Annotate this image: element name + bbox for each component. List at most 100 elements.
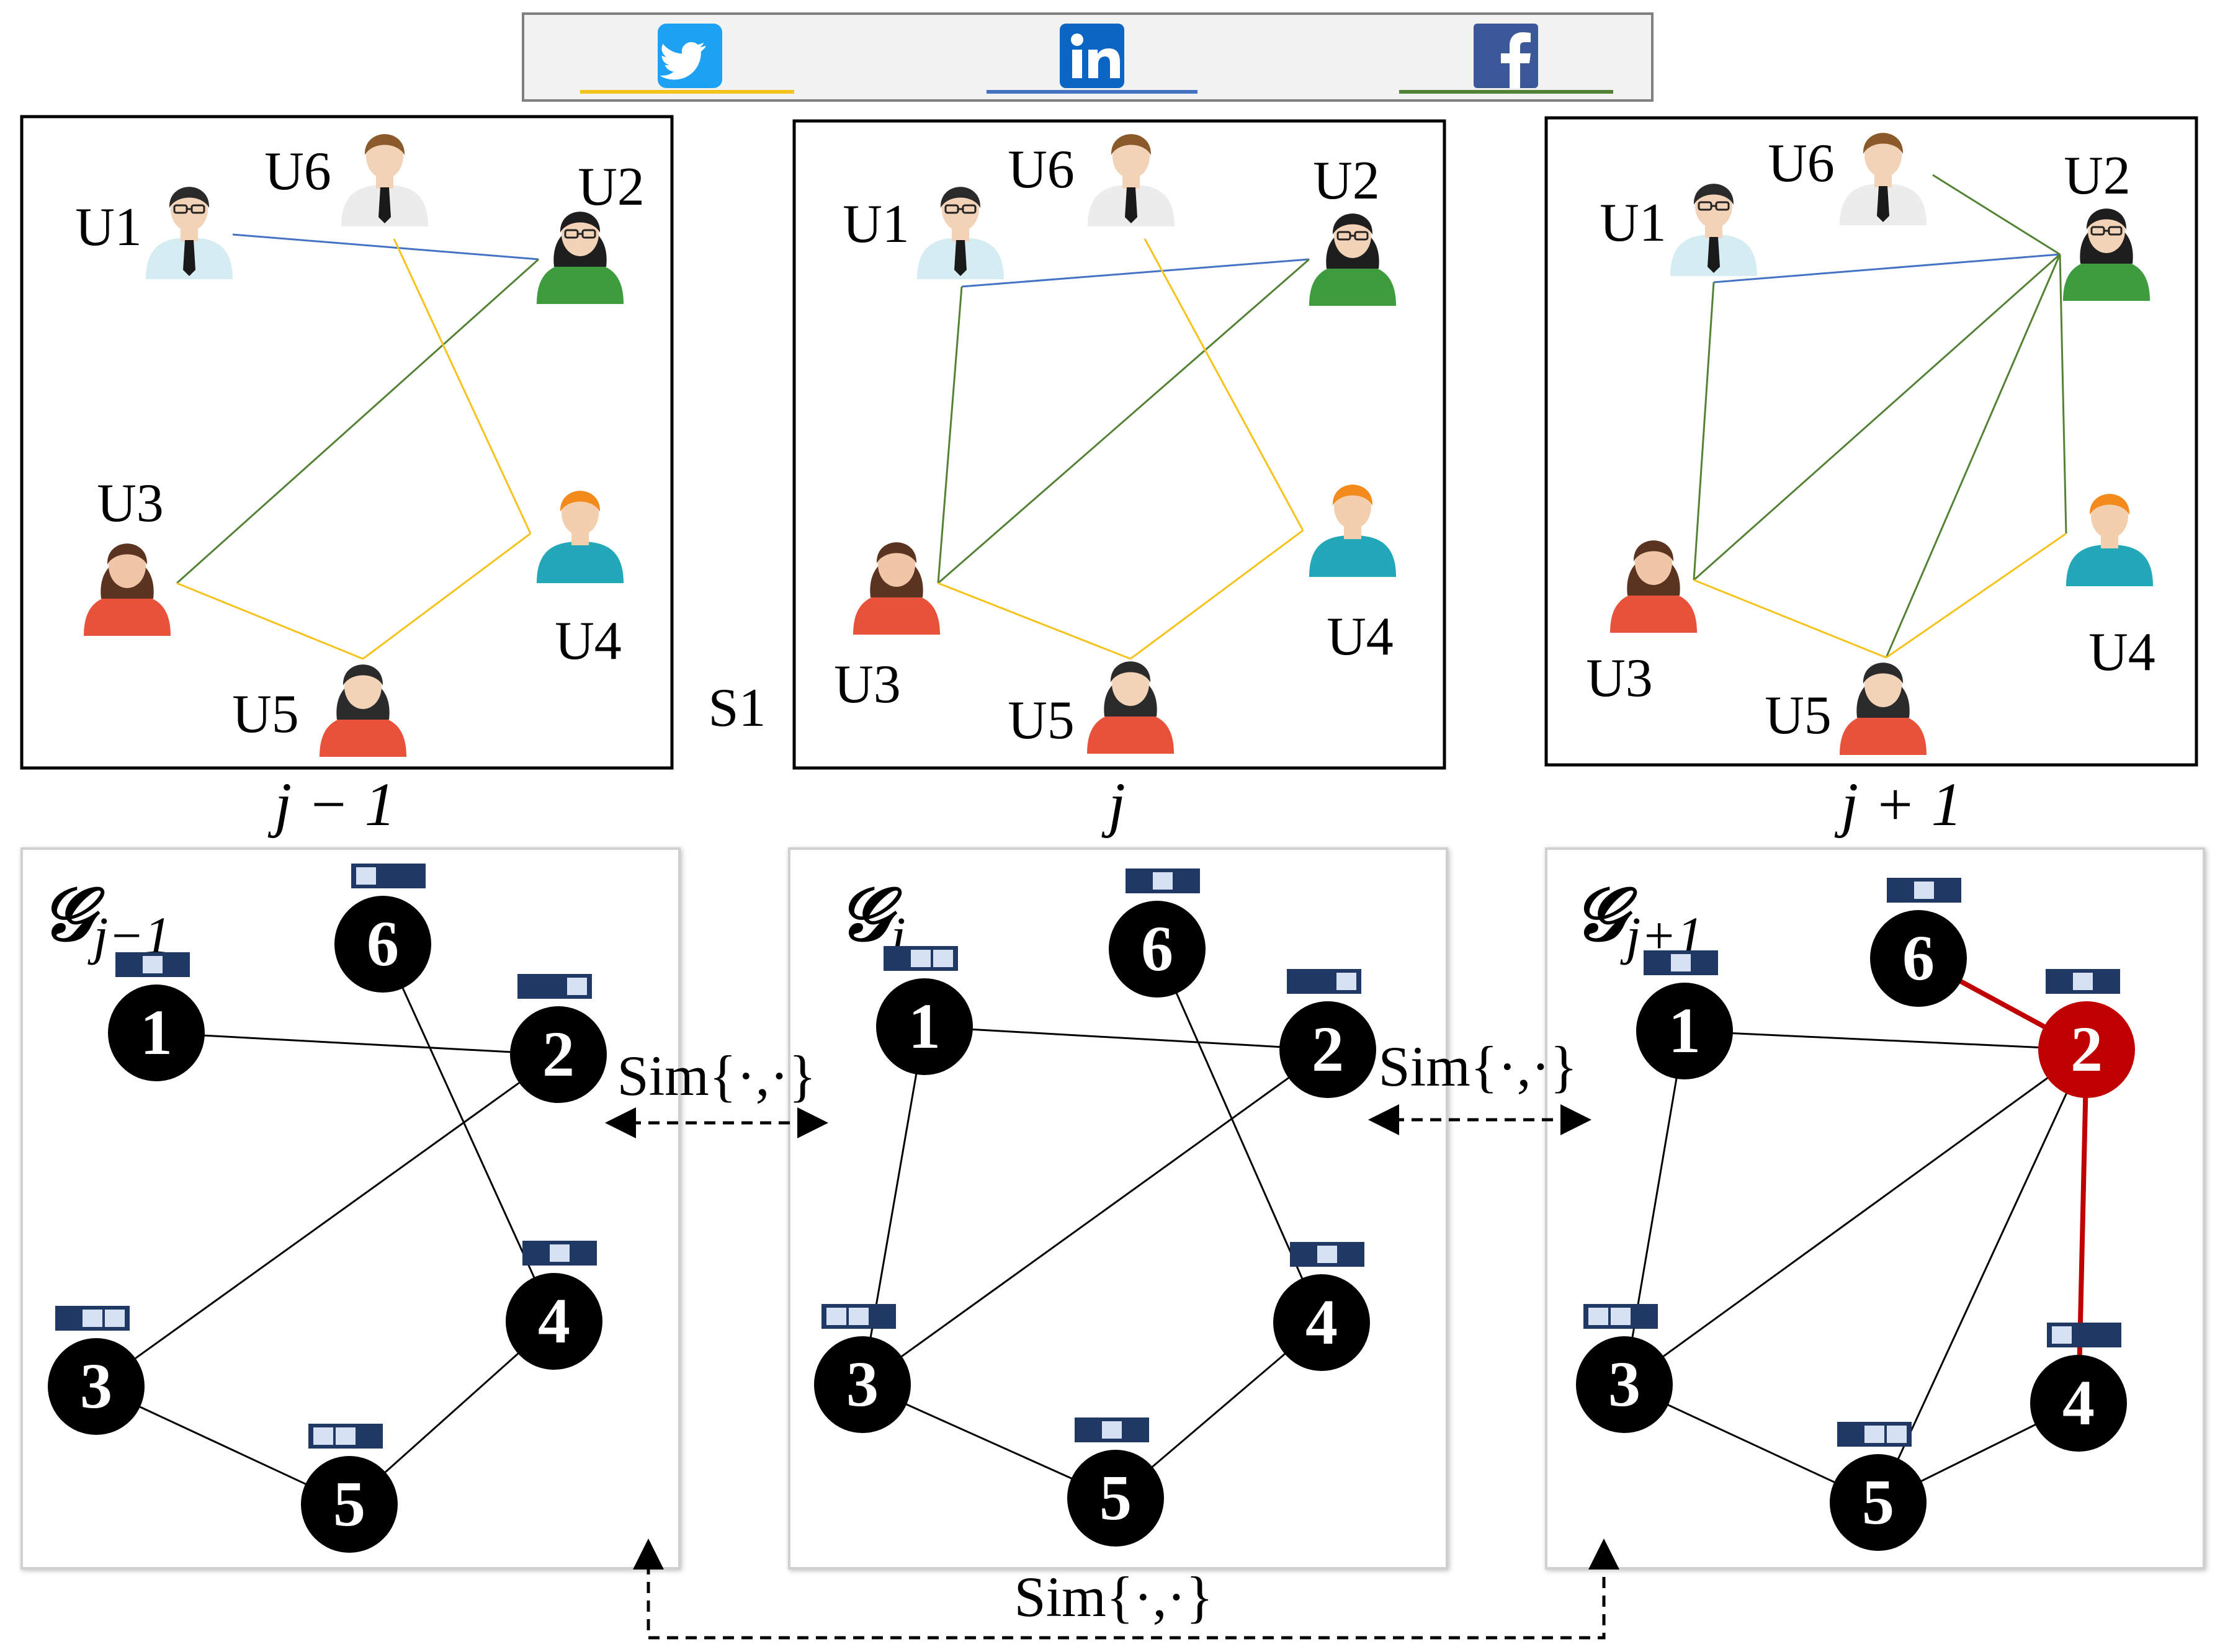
node-vector-cell xyxy=(911,950,931,967)
graph-node-label: 2 xyxy=(542,1019,575,1090)
node-vector-cell xyxy=(2097,1326,2116,1344)
node-vector-3-6 xyxy=(1887,878,1961,903)
graph-node-label: 3 xyxy=(80,1351,112,1422)
social-edge-1-U6-U4 xyxy=(393,238,532,534)
node-vector-cell xyxy=(2095,973,2115,990)
graph-node-1-5: 5 xyxy=(301,1456,398,1553)
graph-node-3-1: 1 xyxy=(1636,983,1733,1079)
node-vector-3-4 xyxy=(2047,1323,2121,1347)
user-avatar-icon-u3-2 xyxy=(853,542,940,635)
graph-edge-1-2-3 xyxy=(96,1053,559,1388)
user-label-u2-1: U2 xyxy=(578,157,645,217)
graph-node-2-2: 2 xyxy=(1279,1001,1376,1098)
sim-label-3: Sim{·,·} xyxy=(1014,1565,1214,1628)
node-vector-cell xyxy=(1914,882,1934,899)
node-vector-cell xyxy=(1649,954,1668,971)
user-avatar-icon-u3-3 xyxy=(1610,540,1697,633)
user-label-u4-3: U4 xyxy=(2088,622,2155,682)
graph-node-label: 4 xyxy=(538,1285,570,1357)
graph-node-1-6: 6 xyxy=(334,896,431,993)
node-vector-1-2 xyxy=(517,974,592,999)
user-avatar-icon-u4-2 xyxy=(1309,484,1396,577)
graph-node-3-2: 2 xyxy=(2038,1001,2135,1098)
node-vector-2-6 xyxy=(1126,868,1200,893)
graph-edge-2-3-2 xyxy=(862,1048,1328,1386)
legend xyxy=(522,12,1654,102)
social-edge-3-U6-U2 xyxy=(1932,174,2061,256)
node-vector-cell xyxy=(165,956,185,973)
graph-node-label: 1 xyxy=(140,997,172,1068)
user-label-u5-2: U5 xyxy=(1008,690,1075,751)
node-vector-cell xyxy=(2074,1326,2094,1344)
social-edge-2-U6-U4 xyxy=(1144,238,1304,531)
node-vector-cell xyxy=(401,867,421,885)
graph-node-2-5: 5 xyxy=(1067,1450,1164,1547)
graph-edge-3-1-2 xyxy=(1684,1030,2087,1051)
graph-node-2-3: 3 xyxy=(814,1336,911,1433)
node-vector-cell xyxy=(527,1244,547,1262)
social-edge-2-U1-U2 xyxy=(961,258,1310,288)
graph-node-2-6: 6 xyxy=(1109,901,1206,998)
node-vector-cell xyxy=(1892,882,1912,899)
node-vector-cell xyxy=(871,1308,891,1325)
node-vector-2-1 xyxy=(884,946,958,971)
node-vector-1-6 xyxy=(351,864,426,888)
node-vector-cell xyxy=(1936,882,1956,899)
user-label-u6-1: U6 xyxy=(264,141,331,202)
node-vector-cell xyxy=(105,1310,125,1327)
time-labels: j − 1 j j + 1 xyxy=(267,770,1962,839)
social-edge-3-U5-U3 xyxy=(1693,579,1887,659)
user-avatar-icon-u4-1 xyxy=(537,491,624,583)
node-vector-cell xyxy=(143,956,163,973)
graph-node-label: 6 xyxy=(367,908,399,980)
node-vector-3-2 xyxy=(2046,969,2120,994)
node-vector-cell xyxy=(120,956,140,973)
social-edge-1-U5-U3 xyxy=(176,582,364,660)
node-vector-cell xyxy=(1887,1426,1907,1443)
node-vector-cell xyxy=(1671,954,1691,971)
node-vector-cell xyxy=(545,978,565,995)
social-edge-3-U4-U5 xyxy=(1886,532,2067,659)
graph-node-label: 3 xyxy=(1608,1349,1640,1420)
node-vector-cell xyxy=(849,1308,869,1325)
graph-edge-3-2-5 xyxy=(1877,1049,2088,1503)
user-label-u3-1: U3 xyxy=(97,473,164,534)
user-label-u6-2: U6 xyxy=(1008,140,1075,200)
node-vector-2-4 xyxy=(1290,1242,1364,1267)
graph-node-3-3: 3 xyxy=(1576,1336,1673,1433)
graph-edge-1-1-2 xyxy=(156,1032,559,1056)
node-vector-cell xyxy=(378,867,398,885)
user-avatar-icon-u5-3 xyxy=(1840,663,1927,755)
graph-node-1-3: 3 xyxy=(48,1338,145,1435)
user-label-u4-2: U4 xyxy=(1327,607,1394,667)
user-label-u1-2: U1 xyxy=(843,194,910,254)
node-vector-cell xyxy=(336,1427,356,1445)
node-vector-cell xyxy=(567,978,587,995)
node-vector-cell xyxy=(572,1244,592,1262)
node-vector-1-3 xyxy=(55,1306,130,1331)
node-vector-cell xyxy=(1314,973,1334,990)
graph-node-label: 2 xyxy=(1312,1014,1344,1085)
node-vector-3-1 xyxy=(1644,950,1718,975)
sim-label-1: Sim{·,·} xyxy=(617,1044,817,1107)
node-vector-cell xyxy=(1340,1246,1359,1263)
node-vector-cell xyxy=(1611,1308,1631,1325)
user-label-u2-3: U2 xyxy=(2064,146,2131,206)
graph-node-label: 4 xyxy=(2062,1367,2095,1439)
time-label-3: j + 1 xyxy=(1834,770,1962,839)
graph-node-2-4: 4 xyxy=(1273,1274,1370,1371)
user-label-u3-3: U3 xyxy=(1586,648,1653,708)
node-vector-cell xyxy=(1124,1421,1144,1439)
time-label-2: j xyxy=(1101,770,1126,839)
user-label-u2-2: U2 xyxy=(1313,151,1380,211)
node-vector-cell xyxy=(550,1244,570,1262)
graph-node-2-1: 1 xyxy=(876,978,973,1075)
node-vector-cell xyxy=(1153,872,1173,890)
user-avatar-icon-u1-2 xyxy=(917,187,1004,279)
social-edge-2-U1-U3 xyxy=(937,286,963,584)
user-label-u6-3: U6 xyxy=(1768,133,1835,194)
graph-node-label: 5 xyxy=(333,1468,365,1540)
node-vector-1-4 xyxy=(522,1241,597,1266)
node-vector-cell xyxy=(1588,1308,1608,1325)
